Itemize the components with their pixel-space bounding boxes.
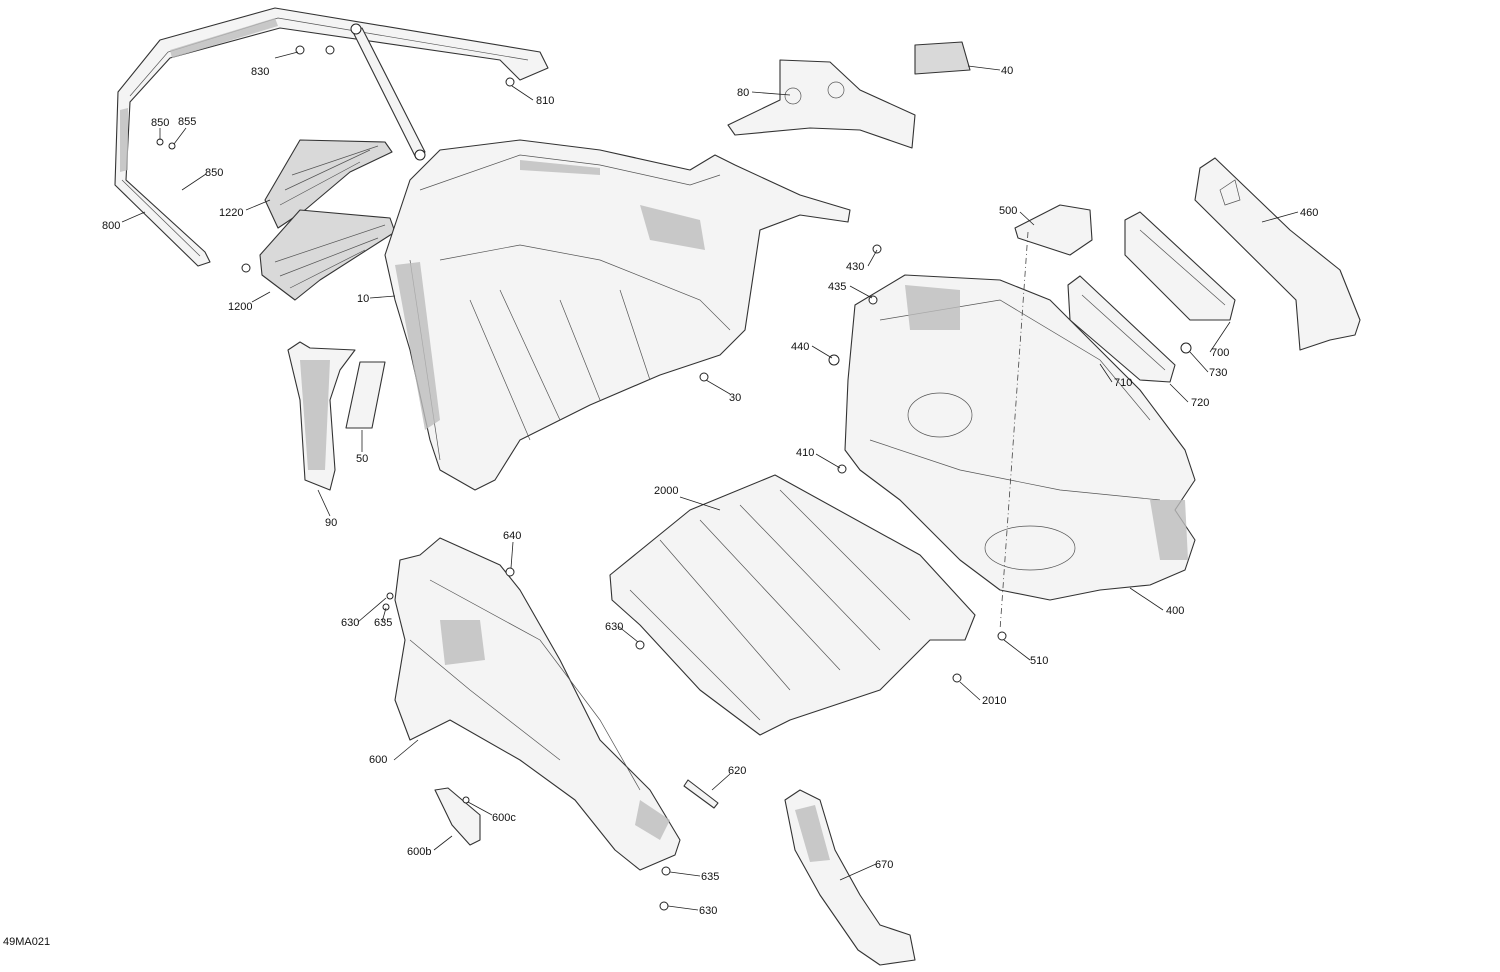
callout-10: 10 — [357, 293, 369, 305]
part-90-side-bracket — [287, 341, 356, 491]
callout-410: 410 — [796, 447, 814, 459]
callout-50: 50 — [356, 453, 368, 465]
callout-1200: 1200 — [228, 301, 252, 313]
callout-80: 80 — [737, 87, 749, 99]
callout-630-skid: 630 — [605, 621, 623, 633]
part-800-handle-frame — [114, 7, 549, 267]
fastener-2010 — [952, 673, 962, 683]
lower-panel-fasteners — [382, 567, 671, 911]
part-670-trim — [784, 789, 916, 966]
callout-855: 855 — [178, 116, 196, 128]
callout-830: 830 — [251, 66, 269, 78]
part-10-front-body — [384, 139, 851, 491]
part-50-pad — [345, 361, 386, 429]
callout-440: 440 — [791, 341, 809, 353]
callout-500: 500 — [999, 205, 1017, 217]
callout-635-left: 635 — [374, 617, 392, 629]
callout-2010: 2010 — [982, 695, 1006, 707]
part-strut — [350, 23, 426, 161]
callout-630-left: 630 — [341, 617, 359, 629]
part-1220-upper-grille — [264, 139, 393, 229]
callout-2000: 2000 — [654, 485, 678, 497]
part-1200-lower-grille — [259, 209, 396, 301]
callout-90: 90 — [325, 517, 337, 529]
callout-40: 40 — [1001, 65, 1013, 77]
leader-lines — [121, 51, 1299, 911]
callout-700: 700 — [1211, 347, 1229, 359]
callout-460: 460 — [1300, 207, 1318, 219]
part-40-block — [914, 41, 971, 75]
fastener-730 — [1180, 342, 1192, 354]
callout-600: 600 — [369, 754, 387, 766]
callout-labels: 830 810 850 855 850 800 1220 1200 10 30 … — [102, 65, 1318, 917]
callout-1220: 1220 — [219, 207, 243, 219]
part-400-rear-tub — [844, 274, 1196, 601]
part-500-plate — [1014, 204, 1093, 256]
callout-730: 730 — [1209, 367, 1227, 379]
callout-850-lower: 850 — [205, 167, 223, 179]
callout-630-bottom: 630 — [699, 905, 717, 917]
part-600b-cover — [434, 787, 481, 846]
callout-800: 800 — [102, 220, 120, 232]
callout-640: 640 — [503, 530, 521, 542]
axis-line-500-510 — [999, 231, 1029, 631]
part-2000-skid-plate — [609, 474, 976, 736]
fastener-600c — [462, 796, 470, 804]
callout-30: 30 — [729, 392, 741, 404]
callout-670: 670 — [875, 859, 893, 871]
callout-600c: 600c — [492, 812, 516, 824]
handle-fasteners — [156, 45, 515, 273]
callout-435: 435 — [828, 281, 846, 293]
diagram-reference-code: 49MA021 — [3, 936, 51, 948]
callout-510: 510 — [1030, 655, 1048, 667]
callout-600b: 600b — [407, 846, 431, 858]
part-600-lower-panel — [394, 537, 681, 871]
callout-720: 720 — [1191, 397, 1209, 409]
fastener-630-skid — [635, 640, 645, 650]
callout-810: 810 — [536, 95, 554, 107]
callout-635-bottom: 635 — [701, 871, 719, 883]
part-80-panel — [727, 59, 916, 149]
fastener-30 — [699, 372, 709, 382]
callout-430: 430 — [846, 261, 864, 273]
part-700-bracket — [1124, 211, 1236, 321]
part-460-side-panel — [1194, 157, 1361, 351]
callout-850-upper: 850 — [151, 117, 169, 129]
callout-400: 400 — [1166, 605, 1184, 617]
callout-620: 620 — [728, 765, 746, 777]
callout-710: 710 — [1114, 377, 1132, 389]
part-620-clip — [683, 779, 719, 809]
